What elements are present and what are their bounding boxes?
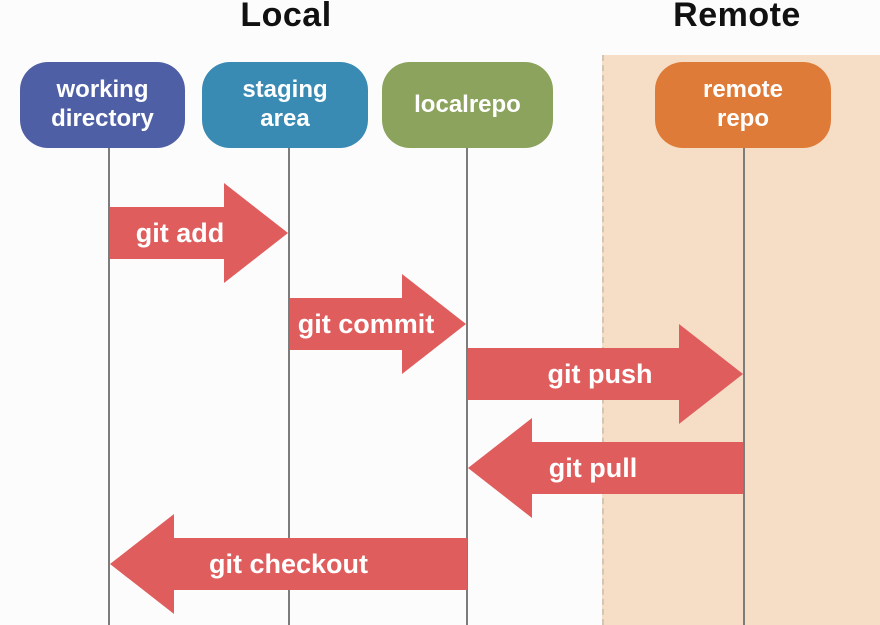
arrow-left-icon [468, 418, 532, 518]
node-localrepo: localrepo [382, 62, 553, 148]
arrow-right-icon [679, 324, 743, 424]
arrow-git-pull: git pull [468, 418, 743, 518]
lifeline-localrepo [466, 147, 468, 625]
arrow-git-commit: git commit [290, 274, 466, 374]
arrow-right-icon [402, 274, 466, 374]
arrow-git-add-body [110, 207, 225, 259]
node-staging-area-label: staging area [242, 76, 328, 132]
arrow-git-checkout-body [173, 538, 467, 590]
arrow-git-commit-label: git commit [297, 309, 435, 339]
arrow-git-push: git push [468, 324, 743, 424]
arrow-git-checkout-label: git checkout [208, 549, 369, 579]
arrow-git-commit-body [290, 298, 403, 350]
arrow-git-checkout: git checkout [110, 514, 467, 614]
node-working-directory: working directory [20, 62, 185, 148]
node-staging-area: staging area [202, 62, 368, 148]
arrow-git-add: git add [110, 183, 288, 283]
lifeline-staging-area [288, 147, 290, 625]
arrow-git-push-body [468, 348, 680, 400]
node-remote-repo: remote repo [655, 62, 831, 148]
node-localrepo-label: localrepo [414, 90, 521, 118]
lifeline-remote-repo [743, 147, 745, 625]
arrow-left-icon [110, 514, 174, 614]
remote-section-title: Remote [673, 0, 801, 34]
node-working-directory-label: working directory [51, 76, 154, 132]
arrow-git-push-label: git push [547, 359, 653, 389]
arrow-git-pull-body [531, 442, 743, 494]
node-remote-repo-label: remote repo [702, 76, 784, 132]
lifeline-working-directory [108, 147, 110, 625]
arrow-git-pull-label: git pull [548, 453, 638, 483]
arrow-right-icon [224, 183, 288, 283]
arrow-git-add-label: git add [135, 218, 225, 248]
local-section-title: Local [240, 0, 332, 34]
